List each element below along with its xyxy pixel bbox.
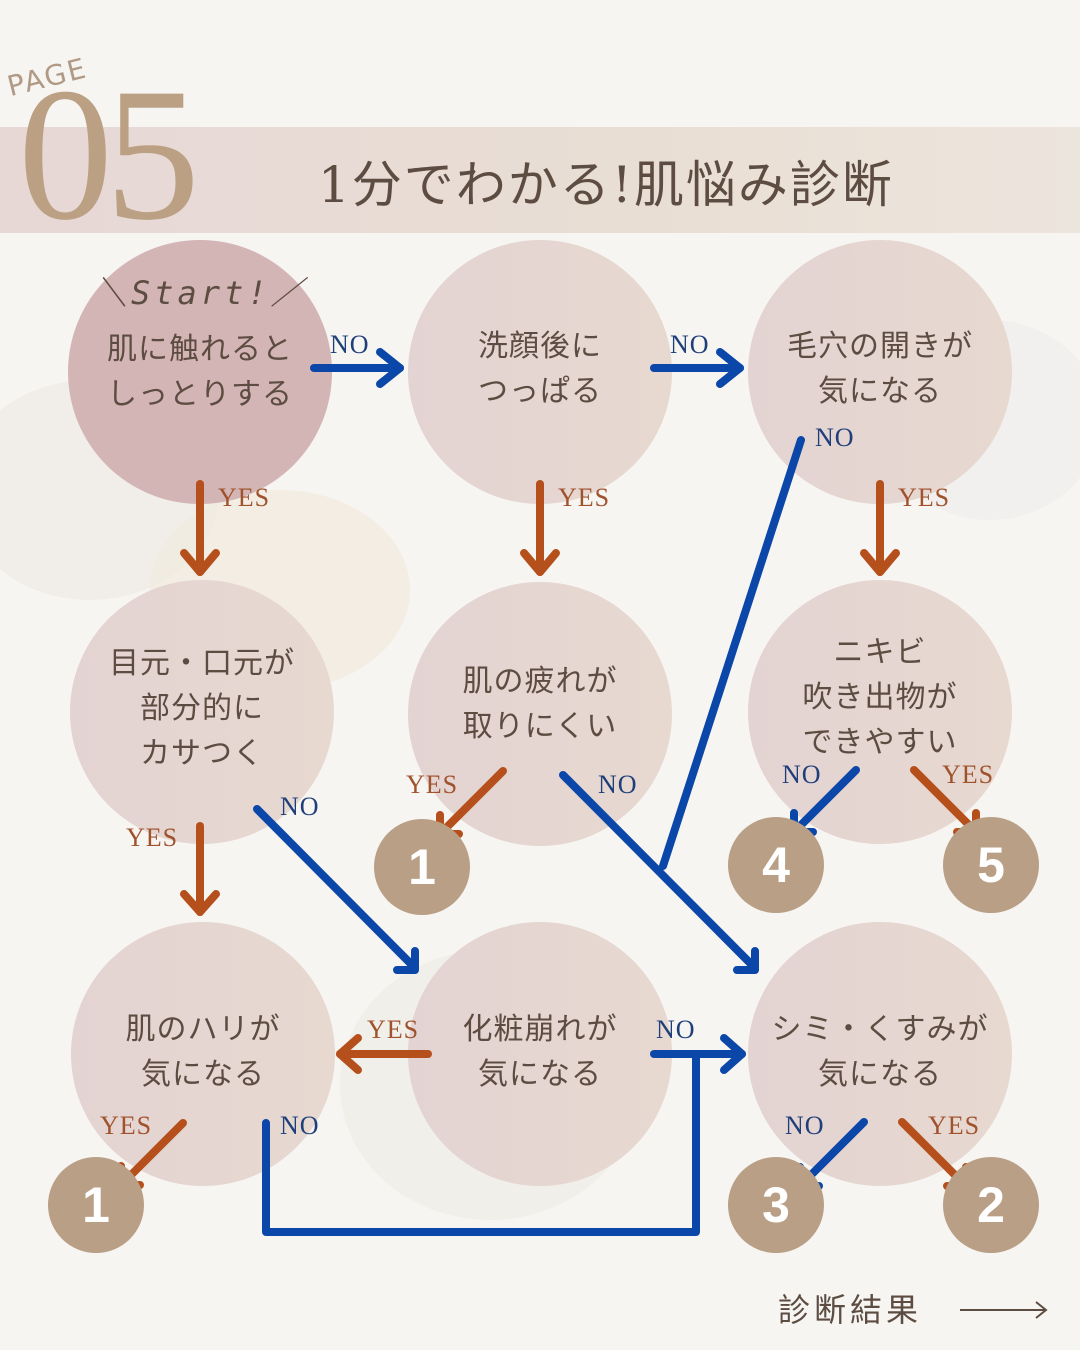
arrow-no (559, 771, 759, 974)
arrow-right-icon (960, 1301, 1048, 1319)
start-label: ＼Start!／ (95, 274, 307, 312)
arrow-yes (860, 480, 900, 576)
result-node: 5 (943, 817, 1039, 913)
yes-label: YES (406, 770, 459, 799)
yes-label: YES (126, 823, 179, 852)
question-text: 洗顔後に つっぱる (478, 329, 602, 409)
page-title: 1分でわかる!肌悩み診断 (318, 156, 894, 214)
result-node: 1 (48, 1157, 144, 1253)
arrow-no (650, 348, 744, 388)
footer-result-link[interactable]: 診断結果 (778, 1291, 923, 1329)
no-label: NO (785, 1111, 825, 1140)
yes-label: YES (100, 1111, 153, 1140)
no-label: NO (598, 770, 638, 799)
yes-label: YES (367, 1015, 420, 1044)
no-label: NO (670, 330, 710, 359)
yes-label: YES (898, 483, 951, 512)
question-node-q7: 肌のハリが 気になる (71, 922, 335, 1186)
arrow-yes (180, 480, 220, 576)
no-label: NO (280, 1111, 320, 1140)
question-text: 肌の疲れが 取りにくい (462, 664, 618, 744)
question-text: ニキビ 吹き出物が できやすい (802, 634, 958, 760)
no-label: NO (280, 792, 320, 821)
question-node-q9: シミ・くすみが 気になる (748, 922, 1012, 1186)
result-node: 1 (374, 819, 470, 915)
result-node: 3 (728, 1157, 824, 1253)
no-label: NO (782, 760, 822, 789)
arrow-no (262, 1050, 700, 1236)
yes-label: YES (218, 483, 271, 512)
yes-label: YES (558, 483, 611, 512)
no-label: NO (656, 1015, 696, 1044)
arrow-no (310, 348, 404, 388)
yes-label: YES (928, 1111, 981, 1140)
arrow-no (659, 436, 805, 870)
question-text: 肌のハリが 気になる (125, 1012, 281, 1092)
question-node-q2: 洗顔後に つっぱる (408, 240, 672, 504)
yes-label: YES (942, 760, 995, 789)
arrow-yes (180, 822, 220, 916)
result-node: 4 (728, 817, 824, 913)
no-label: NO (330, 330, 370, 359)
result-node: 2 (943, 1157, 1039, 1253)
page-number: 05 (18, 50, 200, 260)
question-node-q5: 肌の疲れが 取りにくい (408, 582, 672, 846)
question-node-q6: ニキビ 吹き出物が できやすい (748, 580, 1012, 844)
arrow-yes (520, 480, 560, 576)
question-text: シミ・くすみが 気になる (771, 1012, 989, 1092)
title-band (0, 127, 1080, 233)
no-label: NO (815, 423, 855, 452)
